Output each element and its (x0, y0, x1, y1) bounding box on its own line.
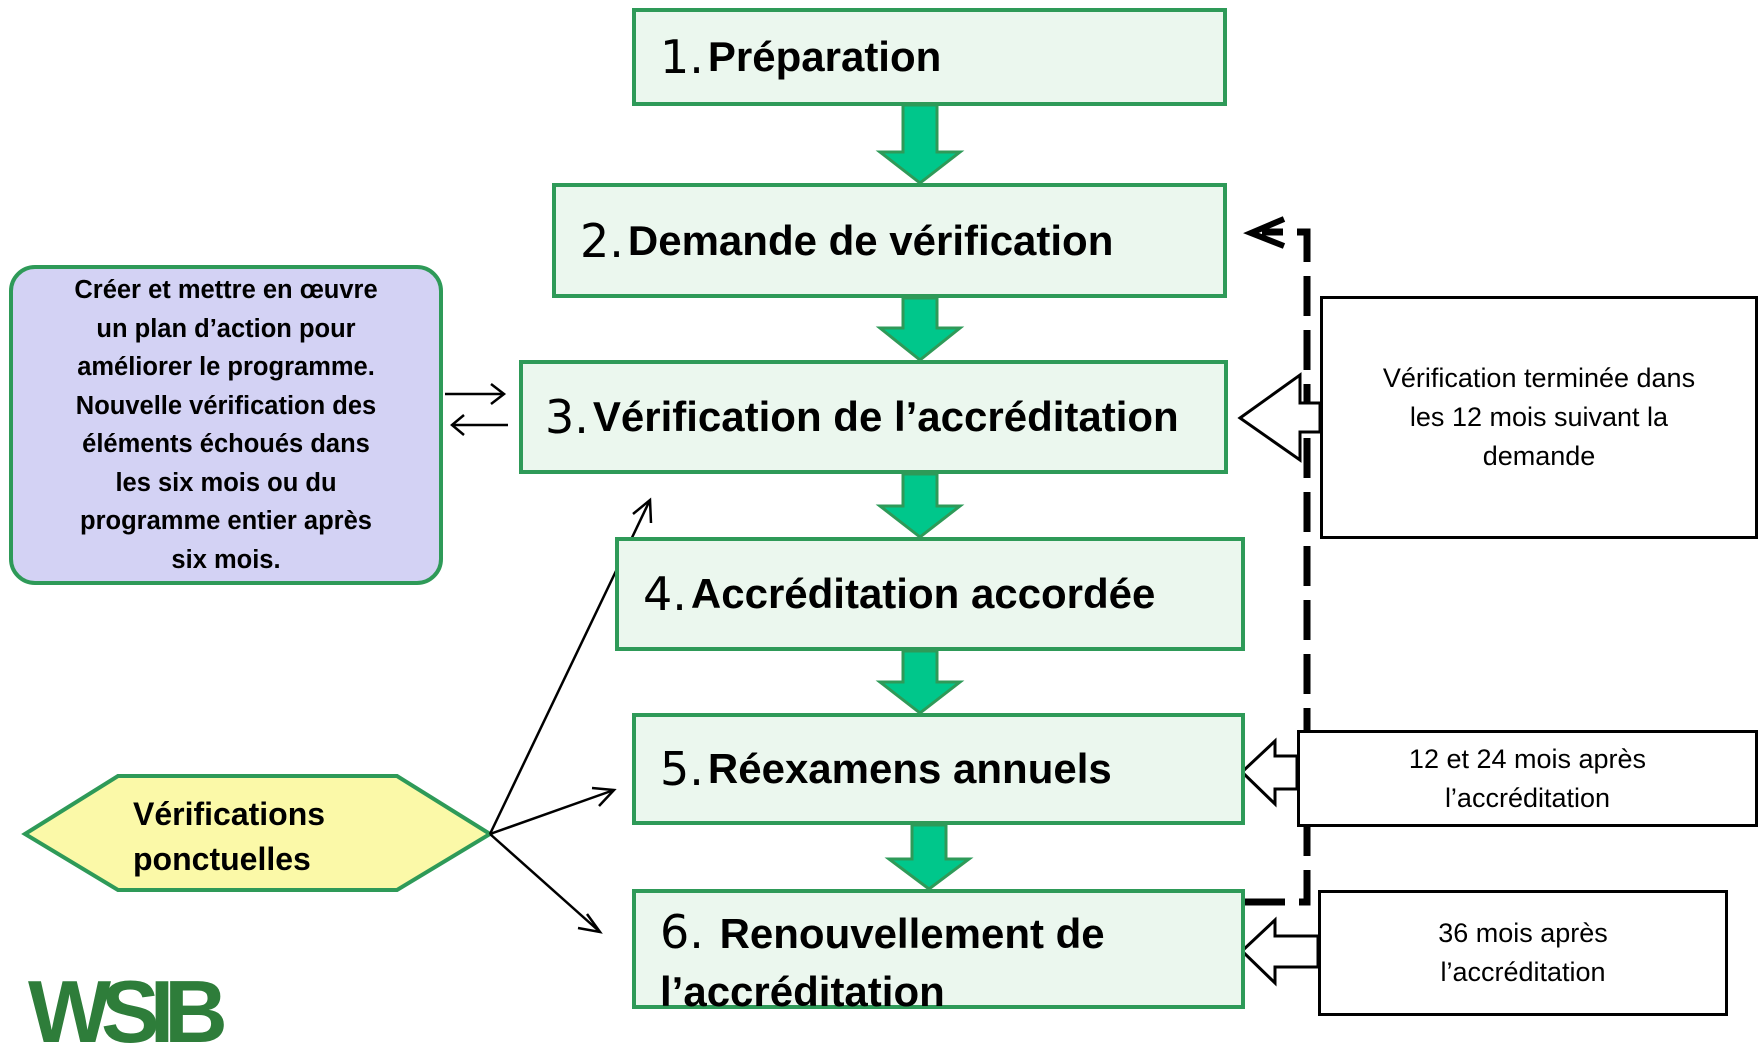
wsib-logo: WSIB (28, 962, 228, 1061)
step-6-number: 6. (660, 905, 704, 959)
action-plan-line: éléments échoués dans (82, 430, 370, 458)
step-3: 3. Vérification de l’accréditation (519, 360, 1228, 474)
step-3-label: Vérification de l’accréditation (592, 393, 1179, 440)
renewal-loop-dashed (1245, 228, 1311, 906)
flow-arrow-2-3 (875, 296, 965, 362)
callout-arrow-renewal (1239, 916, 1320, 987)
action-plan-line: améliorer le programme. (77, 353, 375, 381)
action-plan-box: Créer et mettre en œuvre un plan d’actio… (9, 265, 443, 585)
step-2: 2. Demande de vérification (552, 183, 1227, 298)
action-plan-line: Nouvelle vérification des (75, 391, 377, 420)
step-5-number: 5. (660, 742, 704, 796)
flow-arrows (875, 103, 974, 891)
step-1: 1. Préparation (632, 8, 1227, 106)
step-6-label-line2: l’accréditation (660, 968, 945, 1015)
flow-arrow-4-5 (875, 649, 965, 715)
note-verification-line3: demande (1482, 441, 1596, 471)
spot-checks-line2: ponctuelles (133, 841, 311, 877)
step-4-number: 4. (643, 567, 687, 621)
step-4-label: Accréditation accordée (690, 570, 1156, 617)
step-5-label: Réexamens annuels (707, 745, 1112, 792)
note-renewal-line2: l’accréditation (1440, 957, 1606, 987)
action-plan-arrows (445, 383, 508, 436)
note-annual-line2: l’accréditation (1444, 782, 1611, 813)
step-3-number: 3. (545, 390, 589, 444)
step-2-number: 2. (580, 213, 624, 268)
step-1-label: Préparation (707, 33, 942, 80)
action-plan-line: six mois. (171, 545, 281, 574)
note-annual-line1: 12 et 24 mois après (1408, 743, 1647, 774)
spot-checks-line1: Vérifications (133, 796, 326, 832)
flow-arrow-5-6 (884, 823, 974, 891)
note-annual: 12 et 24 mois après l’accréditation (1297, 730, 1758, 827)
loop-arrowhead (1243, 216, 1286, 249)
flow-arrow-3-4 (875, 472, 965, 539)
note-renewal: 36 mois après l’accréditation (1318, 890, 1728, 1016)
note-renewal-line1: 36 mois après (1438, 918, 1608, 948)
step-6: 6. Renouvellement de l’accréditation (632, 889, 1245, 1015)
step-6-line1: 6. Renouvellement de (660, 903, 1241, 963)
flow-arrow-1-2 (875, 103, 965, 185)
action-plan-line: programme entier après (80, 507, 372, 535)
callout-arrow-annual (1239, 737, 1299, 808)
action-plan-line: les six mois ou du (115, 468, 337, 497)
step-1-number: 1. (660, 30, 704, 84)
step-2-label: Demande de vérification (627, 216, 1114, 264)
action-plan-line: Créer et mettre en œuvre (74, 276, 378, 304)
step-4: 4. Accréditation accordée (615, 537, 1245, 651)
note-verification-line2: les 12 mois suivant la (1409, 402, 1669, 432)
spot-checks-label: Vérifications ponctuelles (133, 792, 325, 882)
action-plan-line: un plan d’action pour (96, 314, 356, 343)
step-6-label: Renouvellement de (719, 910, 1105, 957)
note-verification: Vérification terminée dans les 12 mois s… (1320, 296, 1758, 539)
note-verification-line1: Vérification terminée dans (1382, 363, 1696, 393)
step-5: 5. Réexamens annuels (632, 713, 1245, 825)
action-plan-text: Créer et mettre en œuvre un plan d’actio… (74, 271, 377, 579)
